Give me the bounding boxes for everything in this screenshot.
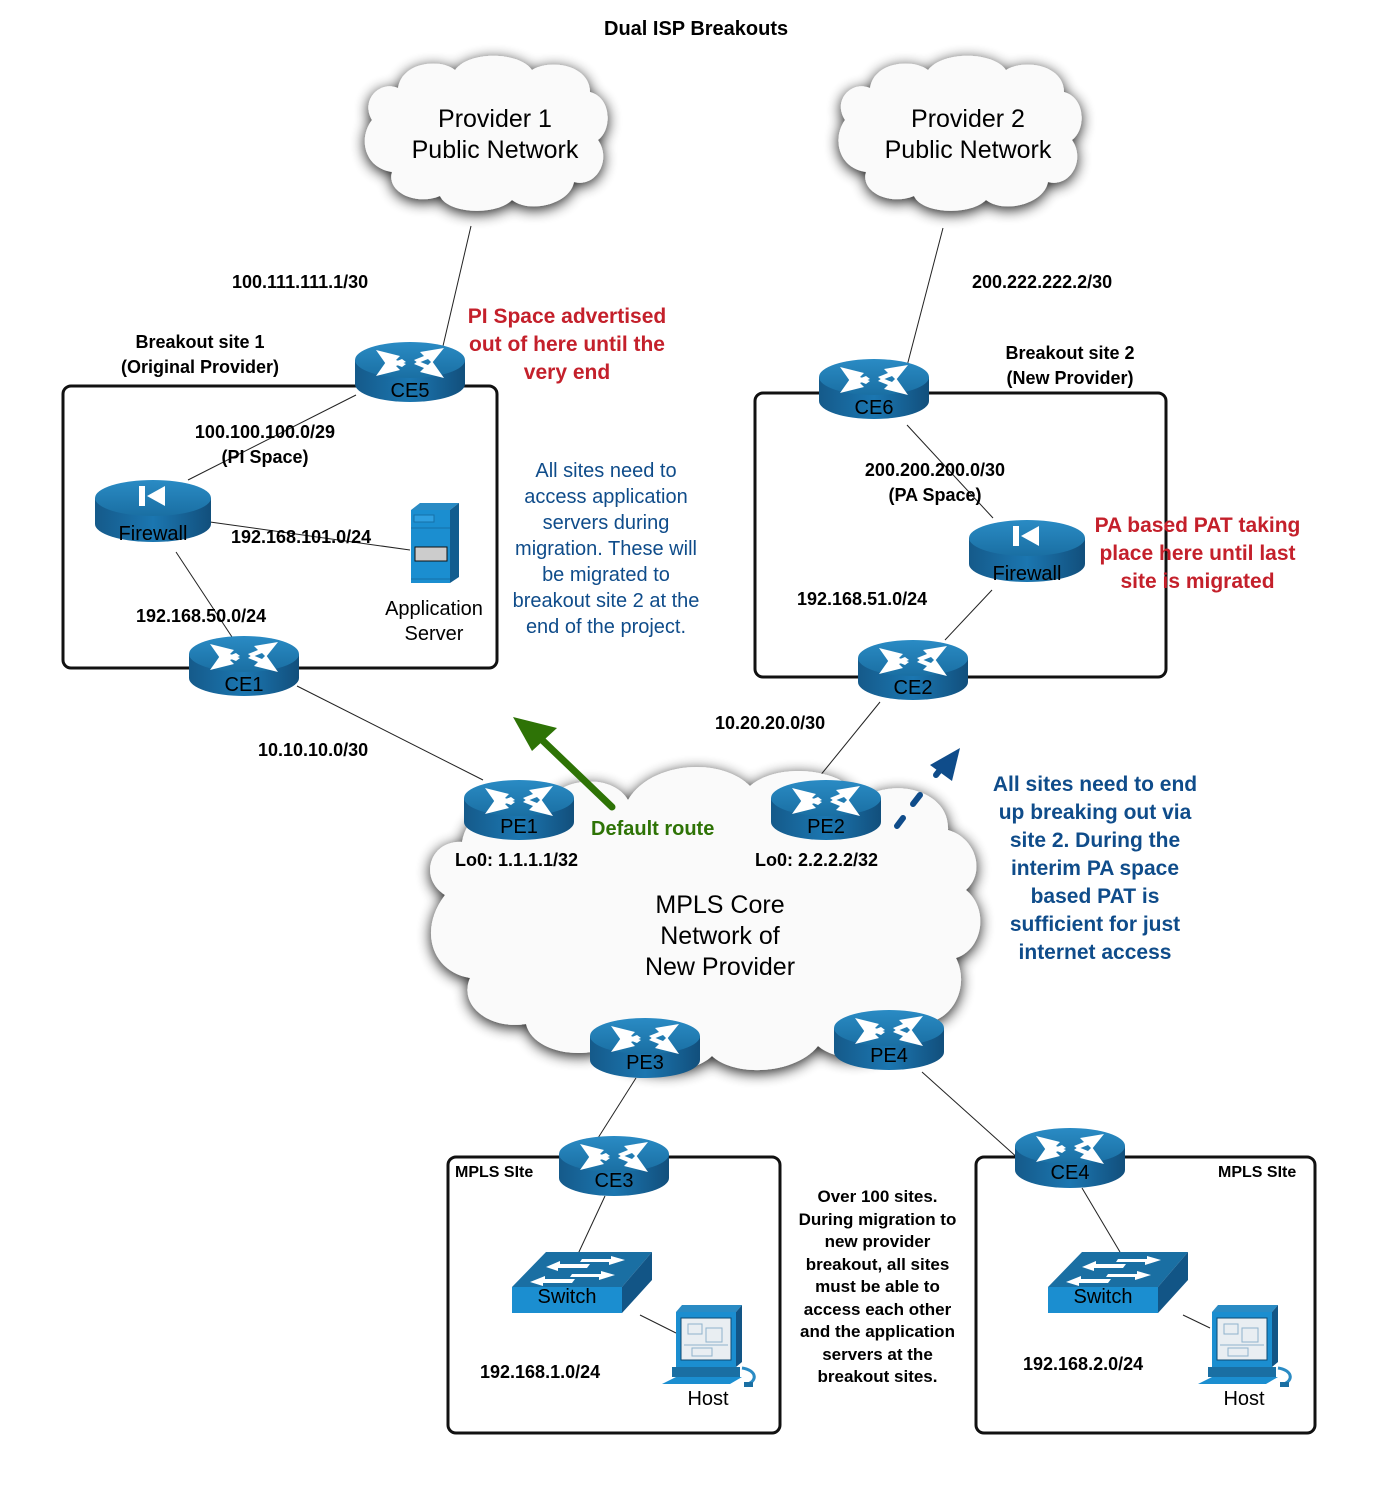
pi-space-note: PI Space advertised out of here until th… [467, 305, 667, 384]
link-switch1-host1 [639, 1314, 677, 1334]
switch-site-b-label: Switch [1073, 1286, 1133, 1308]
breakout-site-1-title: Breakout site 1 (Original Provider) [120, 332, 280, 377]
host-site-a-label: Host [687, 1388, 729, 1410]
provider2-cloud-label: Provider 2 Public Network [884, 105, 1052, 164]
provider1-cloud-label: Provider 1 Public Network [411, 105, 579, 164]
ce1-label: CE1 [224, 674, 264, 696]
switch-site-a-icon[interactable] [512, 1252, 652, 1313]
links [175, 225, 1211, 1334]
subnet-pi-space: 100.100.100.0/29 (PI Space) [194, 422, 336, 467]
subnet-site1-inside: 192.168.50.0/24 [136, 606, 267, 626]
link-firewall1-appserver [209, 521, 411, 551]
provider2-cloud [838, 55, 1082, 211]
subnet-provider2-link: 200.222.222.2/30 [972, 272, 1113, 292]
ce2-label: CE2 [893, 677, 933, 699]
provider1-cloud [364, 55, 608, 211]
subnet-ce2-pe2: 10.20.20.0/30 [715, 713, 826, 733]
host-site-b-icon[interactable] [1198, 1305, 1292, 1387]
link-ce2-pe2 [814, 701, 881, 783]
ce3-label: CE3 [594, 1170, 634, 1192]
pe2-label: PE2 [807, 816, 845, 838]
link-firewall2-ce2 [944, 589, 993, 641]
breakout-site-2-title: Breakout site 2 (New Provider) [1005, 343, 1135, 388]
subnet-site-a-lan: 192.168.1.0/24 [480, 1362, 601, 1382]
ce4-label: CE4 [1050, 1162, 1090, 1184]
switch-site-a-label: Switch [537, 1286, 597, 1308]
mpls-core-cloud-label: MPLS Core Network of New Provider [644, 891, 796, 981]
ce5-label: CE5 [390, 380, 430, 402]
host-site-b-label: Host [1223, 1388, 1265, 1410]
pe4-label: PE4 [870, 1045, 908, 1067]
mpls-site-right-box [974, 1155, 1317, 1435]
ce6-label: CE6 [854, 397, 894, 419]
mpls-site-left-title: MPLS SIte [455, 1164, 534, 1181]
link-firewall1-ce1 [175, 551, 235, 641]
application-server-label: Application Server [385, 598, 483, 645]
subnet-ce1-pe1: 10.10.10.0/30 [258, 740, 369, 760]
link-ce3-switch1 [577, 1195, 606, 1255]
pe2-loopback: Lo0: 2.2.2.2/32 [755, 850, 879, 870]
default-route-label: Default route [591, 818, 715, 840]
link-pe4-ce4 [921, 1071, 1021, 1161]
end-state-note: All sites need to end up breaking out vi… [992, 773, 1198, 964]
over-100-sites-note: Over 100 sites. During migration to new … [798, 1187, 957, 1386]
app-servers-note: All sites need to access application ser… [512, 460, 700, 638]
firewall-site1-label: Firewall [118, 523, 188, 545]
link-ce4-switch2 [1081, 1187, 1121, 1253]
link-provider2-ce6 [906, 227, 944, 367]
link-pe3-ce3 [597, 1077, 637, 1139]
host-site-a-icon[interactable] [662, 1305, 756, 1387]
mpls-core-cloud [430, 766, 981, 1071]
link-ce6-firewall2 [906, 424, 994, 519]
link-ce5-firewall1 [187, 394, 357, 481]
pe3-label: PE3 [626, 1052, 664, 1074]
subnet-app-lan: 192.168.101.0/24 [231, 527, 372, 547]
pe1-loopback: Lo0: 1.1.1.1/32 [455, 850, 579, 870]
mpls-site-right-title: MPLS SIte [1218, 1164, 1297, 1181]
switch-site-b-icon[interactable] [1048, 1252, 1188, 1313]
link-switch2-host2 [1182, 1314, 1211, 1329]
link-provider1-ce5 [442, 225, 472, 347]
subnet-provider1-link: 100.111.111.1/30 [232, 272, 369, 292]
firewall-site2-label: Firewall [992, 563, 1062, 585]
pe1-label: PE1 [500, 816, 538, 838]
default-route-arrow-icon [513, 717, 616, 811]
subnet-site-b-lan: 192.168.2.0/24 [1023, 1354, 1144, 1374]
subnet-site2-inside: 192.168.51.0/24 [797, 589, 928, 609]
pa-pat-note: PA based PAT taking place here until las… [1094, 514, 1301, 593]
subnet-pa-space: 200.200.200.0/30 (PA Space) [864, 460, 1006, 505]
future-breakout-arrow-icon [894, 748, 960, 829]
link-ce1-pe1 [296, 685, 484, 781]
application-server-icon[interactable] [411, 503, 459, 583]
diagram-title: Dual ISP Breakouts [604, 18, 789, 40]
